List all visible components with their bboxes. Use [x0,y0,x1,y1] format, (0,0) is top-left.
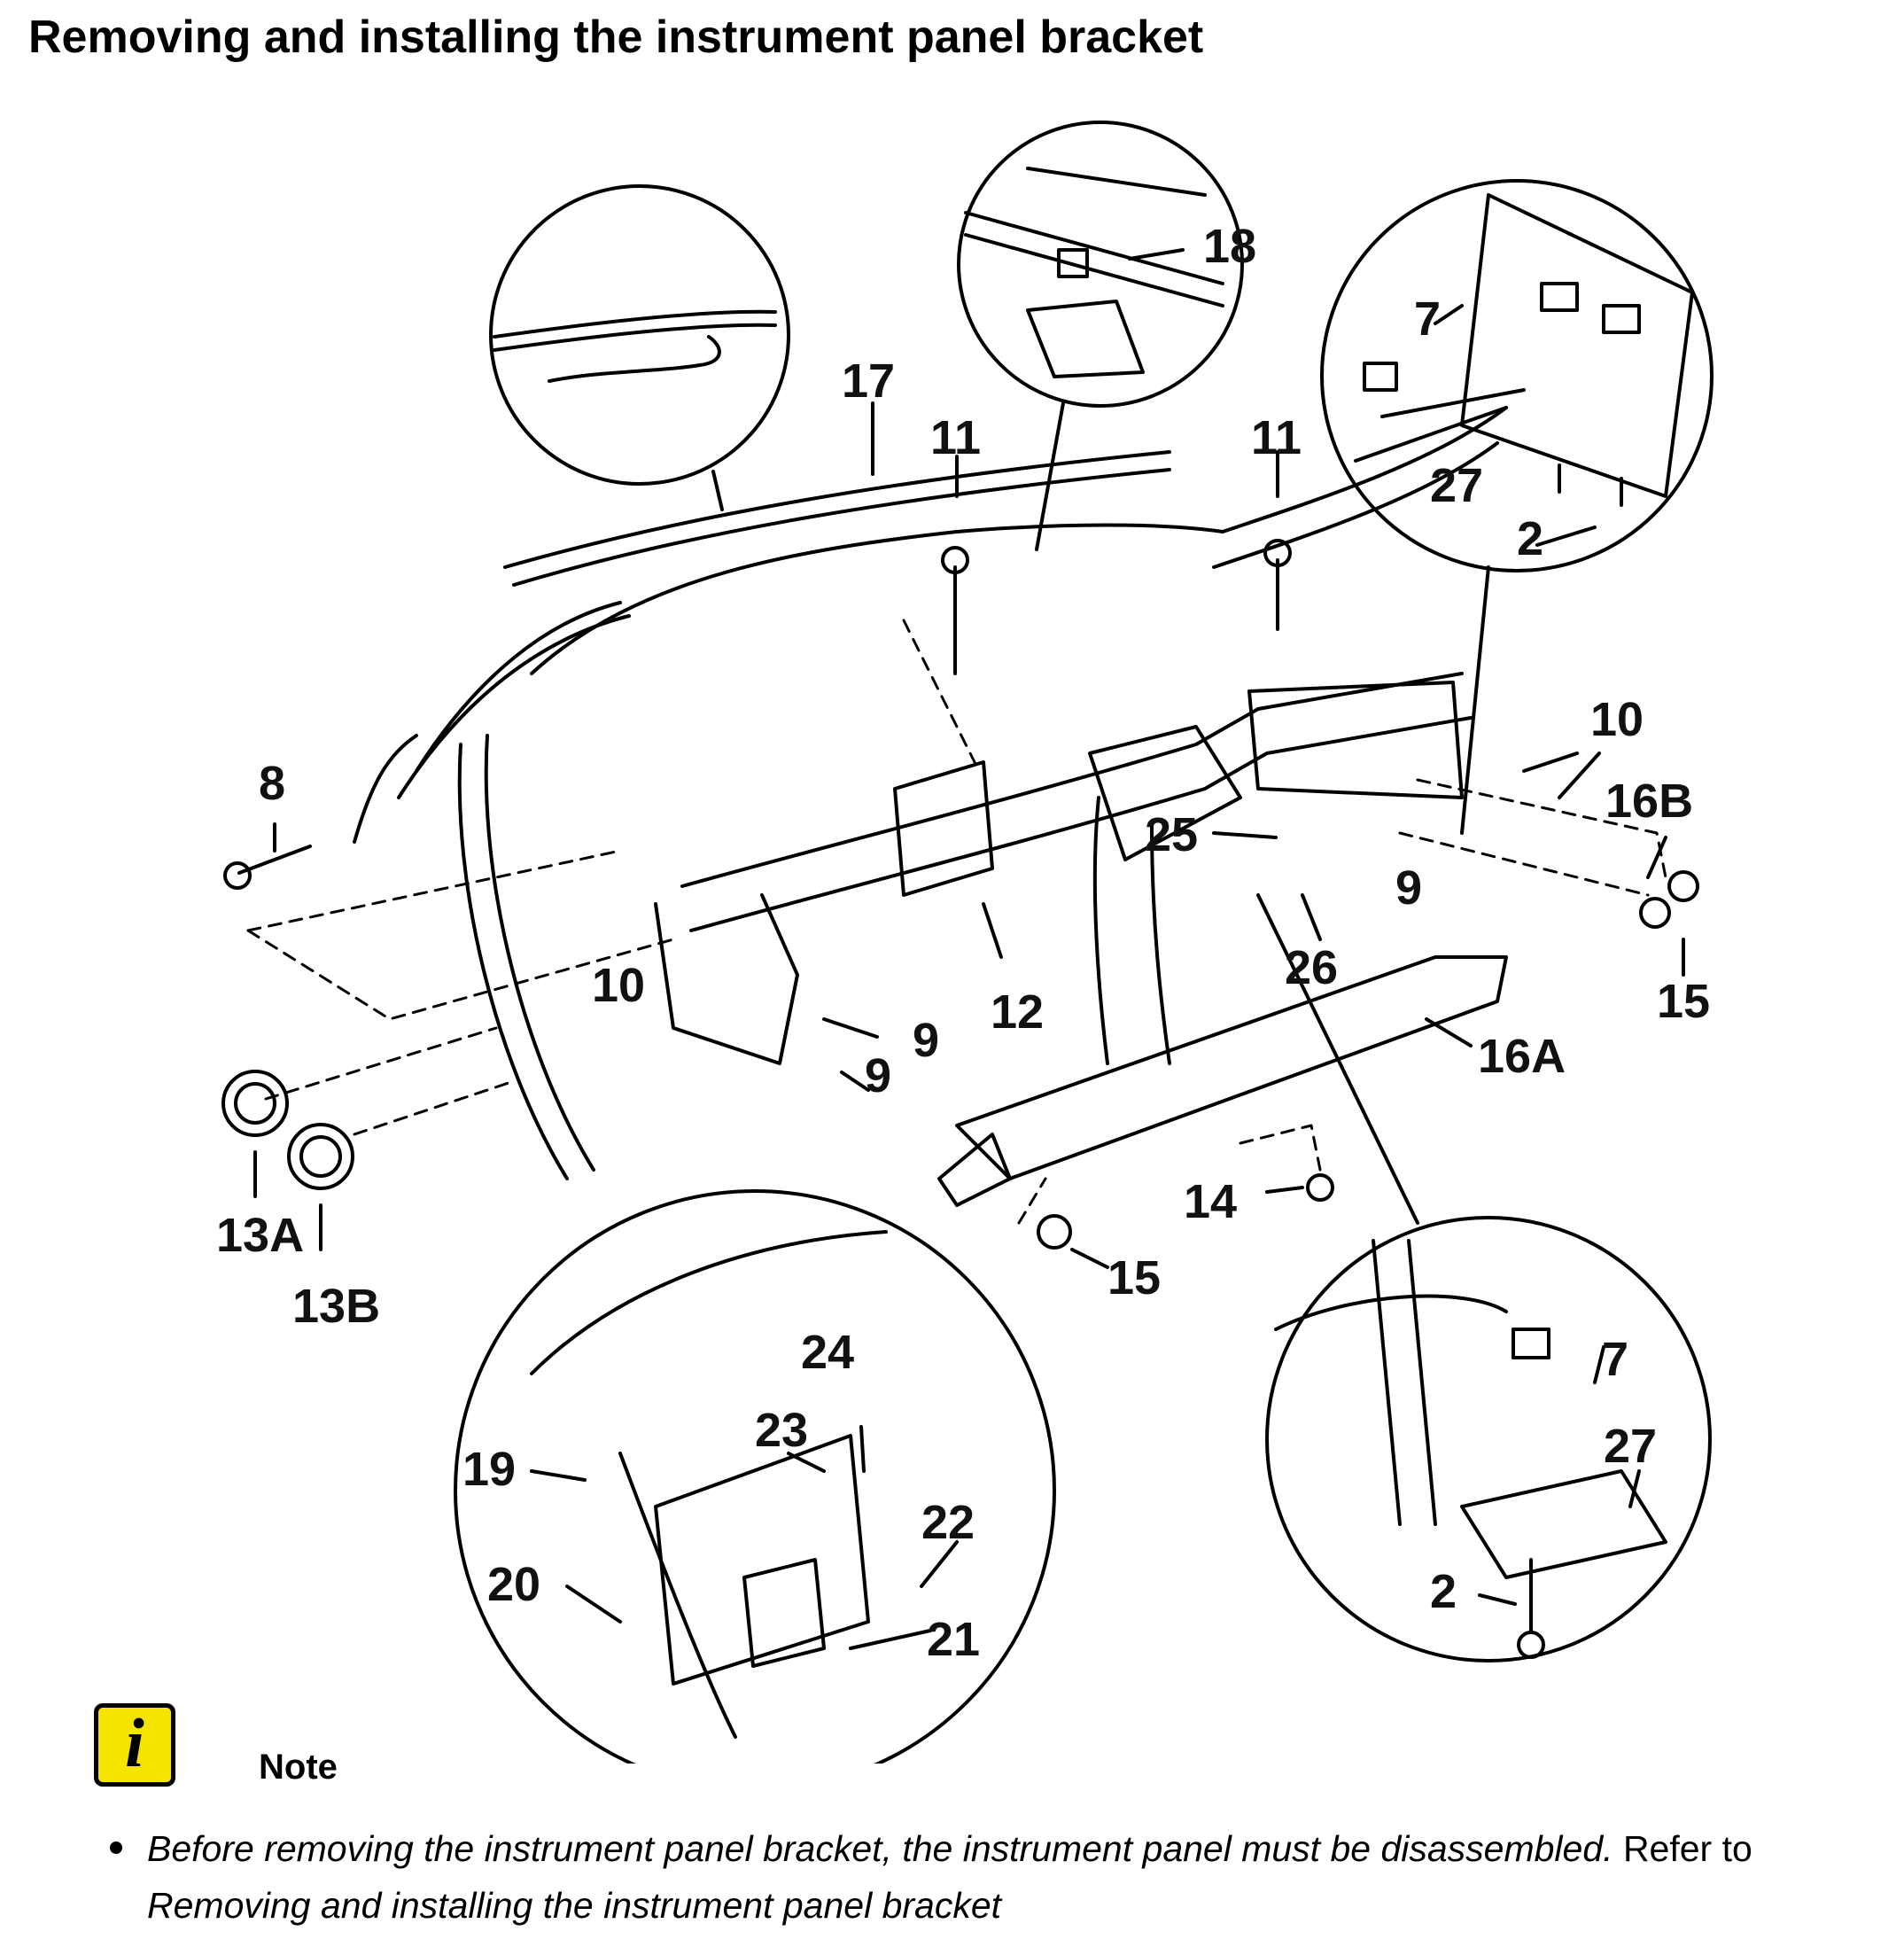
callout-22: 22 [921,1496,975,1549]
detail-circle-bottom-left [454,1189,1056,1764]
callout-10b: 10 [592,959,645,1012]
callout-11a: 11 [930,411,981,464]
callout-7a: 7 [1414,292,1441,346]
detail-circle-top-right [1320,179,1714,572]
detail-circle-top-left [489,184,790,486]
detail-circle-top-center [957,121,1244,408]
refer-to-text: Refer to [1622,1828,1752,1869]
callout-13B: 13B [292,1280,380,1333]
callout-9a: 9 [1395,861,1422,915]
callout-17: 17 [842,354,895,408]
callout-18: 18 [1203,220,1256,273]
note-bullet: Before removing the instrument panel bra… [147,1820,1857,1934]
callout-27a: 27 [1430,459,1483,512]
bullet-dot [110,1842,122,1854]
callout-9b: 9 [913,1014,939,1067]
callout-15b: 15 [1107,1251,1161,1304]
callout-13A: 13A [216,1209,304,1262]
callout-11b: 11 [1251,411,1302,464]
callout-7b: 7 [1602,1333,1628,1386]
note-bullet-text: Before removing the instrument panel bra… [147,1828,1613,1869]
callout-24: 24 [801,1326,854,1379]
callout-16A: 16A [1478,1030,1566,1083]
callout-16B: 16B [1605,775,1693,828]
info-icon: i [94,1703,175,1787]
callout-19: 19 [462,1443,516,1496]
callout-15a: 15 [1657,975,1710,1028]
callout-21: 21 [927,1613,980,1666]
callout-2b: 2 [1430,1565,1457,1618]
callout-26: 26 [1285,941,1338,994]
reference-link[interactable]: Removing and installing the instrument p… [147,1885,1002,1926]
callout-9c: 9 [865,1049,891,1102]
note-label: Note [259,1748,338,1787]
callout-12: 12 [991,985,1044,1039]
detail-circle-bottom-right [1265,1216,1712,1663]
callout-23: 23 [755,1404,808,1457]
callout-2a: 2 [1517,512,1543,565]
callout-25: 25 [1145,808,1198,861]
page-title: Removing and installing the instrument p… [28,12,1204,63]
exploded-view-diagram: 17 11 18 11 7 27 2 10 16B 8 25 9 15 26 1… [216,121,1714,1764]
info-icon-glyph: i [125,1704,144,1781]
callout-27b: 27 [1604,1420,1657,1473]
callout-14: 14 [1184,1175,1237,1228]
callout-20: 20 [487,1558,540,1611]
callout-10a: 10 [1590,693,1644,746]
callout-8: 8 [259,757,285,810]
